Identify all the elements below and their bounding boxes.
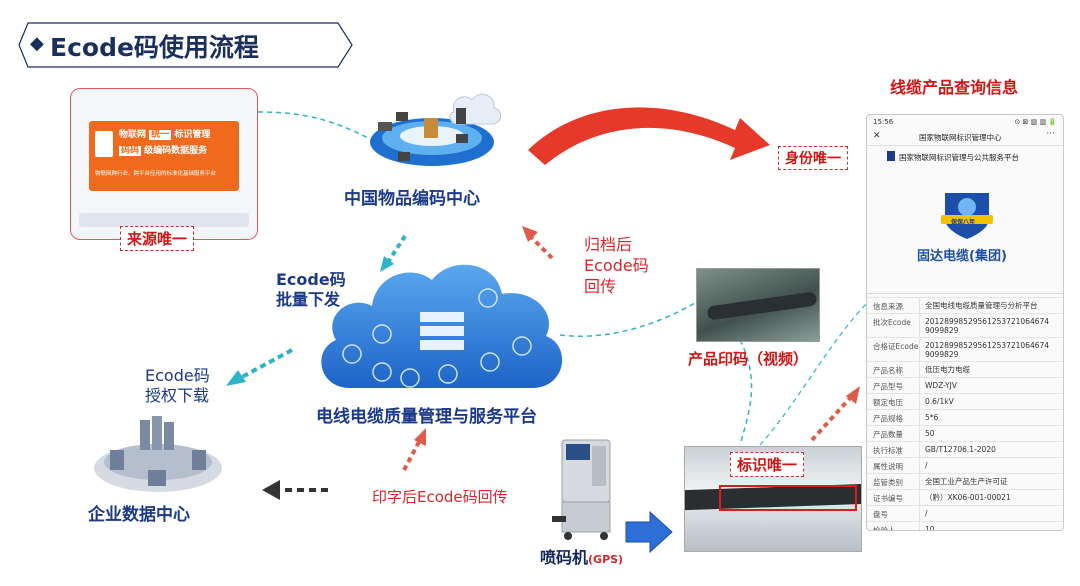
row-separator <box>919 394 920 410</box>
info-row: 产品数量 50 <box>867 425 1063 442</box>
production-photo <box>696 268 820 342</box>
inkjet-printer <box>552 439 611 540</box>
archive-return-label: 归档后 Ecode码 回传 <box>584 235 649 296</box>
card-shadow <box>79 213 249 227</box>
logo-icon <box>95 131 113 157</box>
platform-label: 电线电缆质量管理与服务平台 <box>316 407 537 427</box>
info-value: 全国电线电缆质量管理与分析平台 <box>925 301 1038 310</box>
info-value: 20128998529561253721064674 9099829 <box>925 317 1050 335</box>
info-row: 执行标准 GB/T12706.1-2020 <box>867 441 1063 458</box>
phone-screen: 15:56 ⊙ ⊠ ▥ ▥ 🔋 ✕ 国家物联网标识管理中心 ··· 国家物联网标… <box>866 114 1064 531</box>
info-key: 盘号 <box>873 510 888 519</box>
divider <box>867 145 1063 146</box>
source-line3: 物联网跨行业、跨平台应用的标准化基础服务平台 <box>95 171 217 177</box>
title-banner <box>18 22 353 68</box>
info-value: （黔）XK06-001-00021 <box>925 493 1011 502</box>
row-separator <box>919 474 920 490</box>
identity-unique-tag: 身份唯一 <box>778 146 848 170</box>
auth-download-label: Ecode码 授权下载 <box>145 366 210 405</box>
marking-highlight <box>719 485 857 511</box>
phone-header: 国家物联网标识管理中心 <box>919 133 1002 142</box>
info-row: 产品名称 低压电力电缆 <box>867 361 1063 378</box>
info-value: WDZ-YJV <box>925 381 957 390</box>
info-value: GB/T12706.1-2020 <box>925 445 996 454</box>
info-value: / <box>925 461 928 470</box>
info-row: 属性说明 / <box>867 457 1063 474</box>
row-separator <box>919 442 920 458</box>
info-value: 5*6 <box>925 413 939 422</box>
close-icon[interactable]: ✕ <box>873 131 881 141</box>
company-name: 固达电缆(集团) <box>917 249 1007 264</box>
info-key: 产品名称 <box>873 366 903 375</box>
row-separator <box>919 522 920 530</box>
info-key: 合格证Ecode <box>873 342 919 351</box>
mark-unique-tag: 标识唯一 <box>730 452 805 477</box>
batch-issue-label: Ecode码 批量下发 <box>276 270 346 309</box>
company-logo-icon <box>941 193 993 239</box>
info-row: 额定电压 0.6/1kV <box>867 393 1063 410</box>
row-separator <box>919 378 920 394</box>
print-return-label: 印字后Ecode码回传 <box>372 488 508 506</box>
query-info-title: 线缆产品查询信息 <box>890 78 1019 97</box>
source-line2: 码码 级编码数据服务 <box>119 146 208 156</box>
info-row: 信息来源 全国电线电缆质量管理与分析平台 <box>867 297 1063 314</box>
info-value: 20128998529561253721064674 9099829 <box>925 341 1050 359</box>
coding-center-label: 中国物品编码中心 <box>344 189 480 209</box>
source-banner: 物联网 统一 标识管理 码码 级编码数据服务 物联网跨行业、跨平台应用的标准化基… <box>89 121 239 191</box>
info-key: 产品规格 <box>873 414 903 423</box>
info-key: 批次Ecode <box>873 318 911 327</box>
more-icon[interactable]: ··· <box>1046 129 1055 139</box>
enterprise-data-center <box>94 416 222 492</box>
phone-time: 15:56 <box>873 118 894 126</box>
info-row: 合格证Ecode 20128998529561253721064674 90998… <box>867 337 1063 362</box>
info-row: 监管类别 全国工业产品生产许可证 <box>867 473 1063 490</box>
row-separator <box>919 314 920 338</box>
printer-label: 喷码机(GPS) <box>540 548 624 567</box>
info-key: 执行标准 <box>873 446 903 455</box>
row-separator <box>919 298 920 314</box>
info-key: 信息来源 <box>873 302 903 311</box>
info-value: / <box>925 509 928 518</box>
info-key: 属性说明 <box>873 462 903 471</box>
info-key: 产品型号 <box>873 382 903 391</box>
info-value: 50 <box>925 429 935 438</box>
page-title: Ecode码使用流程 <box>50 33 259 62</box>
phone-status: ⊙ ⊠ ▥ ▥ 🔋 <box>1014 118 1057 126</box>
cable-shape <box>706 291 818 321</box>
coding-center-hub <box>370 93 501 166</box>
logo-tagline: 保保八年 <box>951 219 976 226</box>
cloud-platform <box>321 264 563 388</box>
info-key: 证书编号 <box>873 494 903 503</box>
info-row: 产品型号 WDZ-YJV <box>867 377 1063 394</box>
source-unique-tag: 来源唯一 <box>120 226 195 251</box>
row-separator <box>919 338 920 362</box>
info-row: 批次Ecode 20128998529561253721064674 909982… <box>867 313 1063 338</box>
divider <box>867 293 1063 294</box>
row-separator <box>919 362 920 378</box>
info-key: 监管类别 <box>873 478 903 487</box>
diamond-icon: ◆ <box>30 33 44 54</box>
row-separator <box>919 410 920 426</box>
platform-name: 国家物联网标识管理与公共服务平台 <box>899 153 1019 162</box>
info-value: 10 <box>925 525 935 531</box>
info-row: 盘号 / <box>867 505 1063 522</box>
info-row: 证书编号 （黔）XK06-001-00021 <box>867 489 1063 506</box>
row-separator <box>919 490 920 506</box>
row-separator <box>919 458 920 474</box>
info-value: 全国工业产品生产许可证 <box>925 477 1008 486</box>
info-value: 低压电力电缆 <box>925 365 970 374</box>
row-separator <box>919 506 920 522</box>
product-print-label: 产品印码（视频） <box>688 350 809 368</box>
info-key: 检验人 <box>873 526 896 531</box>
info-row: 产品规格 5*6 <box>867 409 1063 426</box>
info-row: 检验人 10 <box>867 521 1063 531</box>
source-line1: 物联网 统一 标识管理 <box>119 130 211 140</box>
enterprise-label: 企业数据中心 <box>88 505 190 525</box>
info-key: 额定电压 <box>873 398 903 407</box>
row-separator <box>919 426 920 442</box>
platform-icon <box>887 151 895 161</box>
info-key: 产品数量 <box>873 430 903 439</box>
info-value: 0.6/1kV <box>925 397 954 406</box>
